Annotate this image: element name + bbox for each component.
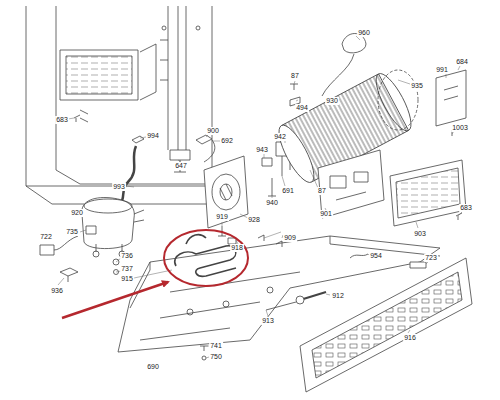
callout-number: 903: [413, 230, 427, 238]
callout-number: 916: [403, 334, 417, 342]
callout-number: 692: [220, 137, 234, 145]
highlight-arrow: [62, 282, 168, 318]
callout-number: 943: [255, 146, 269, 154]
condenser-fan: [204, 156, 248, 228]
callout-number: 900: [206, 127, 220, 135]
callout-number: 919: [215, 213, 229, 221]
callout-number: 942: [273, 133, 287, 141]
callout-number: 683: [55, 116, 69, 124]
callout-number: 930: [325, 97, 339, 105]
callout-number: 960: [357, 29, 371, 37]
callout-number: 87: [290, 72, 300, 80]
callout-number: 912: [331, 292, 345, 300]
callout-number: 901: [319, 210, 333, 218]
callout-number: 87: [317, 187, 327, 195]
callout-number: 690: [146, 363, 160, 371]
callout-number: 991: [435, 66, 449, 74]
callout-number: 954: [369, 252, 383, 260]
callout-number: 735: [65, 228, 79, 236]
callout-number: 723: [424, 254, 438, 262]
callout-number: 684: [455, 58, 469, 66]
callout-number: 737: [120, 265, 134, 273]
callout-number: 683: [459, 204, 473, 212]
callout-number: 935: [410, 82, 424, 90]
callout-number: 691: [281, 187, 295, 195]
callout-number: 647: [174, 162, 188, 170]
callout-number: 913: [261, 317, 275, 325]
callout-number: 920: [70, 209, 84, 217]
callout-number: 494: [295, 104, 309, 112]
callout-number: 915: [120, 275, 134, 283]
callout-number: 750: [209, 353, 223, 361]
cabinet: [26, 6, 212, 204]
highlight-circle: [164, 230, 248, 286]
front-grille: [300, 258, 472, 392]
callout-number: 736: [120, 252, 134, 260]
callout-number: 993: [112, 183, 126, 191]
callout-number: 909: [283, 234, 297, 242]
callout-number: 1003: [451, 124, 469, 132]
leader-lines: [58, 36, 462, 367]
callout-number: 994: [146, 132, 160, 140]
callout-number: 936: [50, 287, 64, 295]
compressor: [82, 198, 144, 257]
callout-number: 918: [230, 244, 244, 252]
callout-number: 741: [209, 342, 223, 350]
callout-number: 940: [265, 199, 279, 207]
callout-number: 928: [247, 216, 261, 224]
callout-number: 722: [39, 233, 53, 241]
